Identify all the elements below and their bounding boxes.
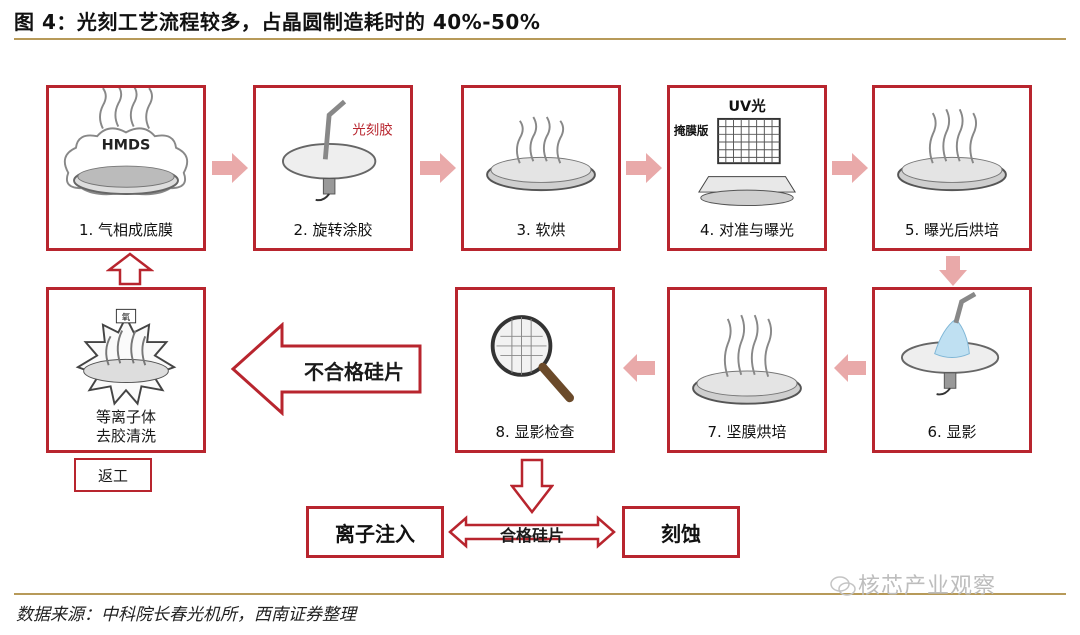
oxygen-tag: 氧 bbox=[122, 311, 131, 323]
rework-plasma-strip: 氧 等离子体 去胶清洗 bbox=[46, 287, 206, 453]
post-exposure-bake-illustration bbox=[897, 108, 1007, 192]
plasma-strip-illustration: 氧 bbox=[75, 308, 177, 406]
rework-label-line2: 去胶清洗 bbox=[95, 427, 156, 445]
pass-double-arrow bbox=[448, 515, 616, 549]
develop-illustration bbox=[900, 291, 1000, 396]
step-5-post-exposure-bake: 5. 曝光后烘培 bbox=[872, 85, 1032, 251]
spin-coat-illustration: 光刻胶 bbox=[281, 99, 393, 202]
uv-light-tag: UV光 bbox=[728, 97, 766, 115]
step-label: 1. 气相成底膜 bbox=[78, 221, 174, 239]
wechat-icon bbox=[830, 576, 856, 596]
mask-tag: 掩膜版 bbox=[674, 123, 709, 137]
step-7-hard-bake: 7. 坚膜烘培 bbox=[667, 287, 827, 453]
ion-implant-label: 离子注入 bbox=[335, 521, 415, 546]
rework-step-label: 等离子体 去胶清洗 bbox=[49, 408, 203, 446]
exposure-illustration: UV光 掩膜版 bbox=[674, 97, 796, 207]
arrow-left-6-7 bbox=[834, 354, 866, 382]
arrow-right-1-2 bbox=[212, 153, 248, 183]
step-3-soft-bake: 3. 软烘 bbox=[461, 85, 621, 251]
arrow-up-rework bbox=[106, 252, 154, 286]
step-4-align-expose: UV光 掩膜版 4. 对准与曝光 bbox=[667, 85, 827, 251]
soft-bake-illustration bbox=[486, 116, 596, 192]
source-note: 数据来源：中科院长春光机所，西南证券整理 bbox=[16, 605, 356, 625]
arrow-right-4-5 bbox=[832, 153, 868, 183]
ion-implant-box: 离子注入 bbox=[306, 506, 444, 558]
step-label: 7. 坚膜烘培 bbox=[707, 423, 787, 441]
arrow-left-7-8 bbox=[623, 354, 655, 382]
etch-label: 刻蚀 bbox=[661, 521, 701, 546]
arrow-right-2-3 bbox=[420, 153, 456, 183]
rework-label-line1: 等离子体 bbox=[95, 408, 156, 426]
hmds-tag: HMDS bbox=[102, 138, 151, 154]
step-6-develop: 6. 显影 bbox=[872, 287, 1032, 453]
arrow-right-3-4 bbox=[626, 153, 662, 183]
rework-label-box: 返工 bbox=[74, 458, 152, 492]
bottom-rule bbox=[14, 593, 1066, 595]
arrow-down-inspect bbox=[510, 458, 554, 514]
magnifier-inspection-illustration bbox=[490, 315, 574, 403]
figure-title: 图 4：光刻工艺流程较多，占晶圆制造耗时的 40%-50% bbox=[14, 10, 541, 34]
step-2-spin-coat: 光刻胶 2. 旋转涂胶 bbox=[253, 85, 413, 251]
step-label: 8. 显影检查 bbox=[495, 423, 575, 441]
step-8-develop-inspect: 8. 显影检查 bbox=[455, 287, 615, 453]
hard-bake-illustration bbox=[692, 314, 802, 405]
step-label: 3. 软烘 bbox=[516, 221, 566, 239]
photoresist-tag: 光刻胶 bbox=[352, 121, 392, 138]
step-label: 5. 曝光后烘培 bbox=[904, 221, 1000, 239]
arrow-down-5-6 bbox=[939, 256, 967, 286]
etch-box: 刻蚀 bbox=[622, 506, 740, 558]
step-label: 6. 显影 bbox=[927, 423, 977, 441]
pass-label: 合格硅片 bbox=[499, 526, 564, 545]
watermark: 核芯产业观察 bbox=[858, 574, 997, 599]
step-label: 2. 旋转涂胶 bbox=[293, 221, 373, 239]
reject-arrow bbox=[230, 322, 422, 416]
top-rule bbox=[14, 38, 1066, 40]
hmds-wafer-illustration: HMDS bbox=[63, 88, 189, 196]
step-1-vapor-prime: HMDS 1. 气相成底膜 bbox=[46, 85, 206, 251]
reject-label: 不合格硅片 bbox=[304, 360, 404, 384]
step-label: 4. 对准与曝光 bbox=[699, 221, 795, 239]
rework-label: 返工 bbox=[97, 466, 128, 485]
